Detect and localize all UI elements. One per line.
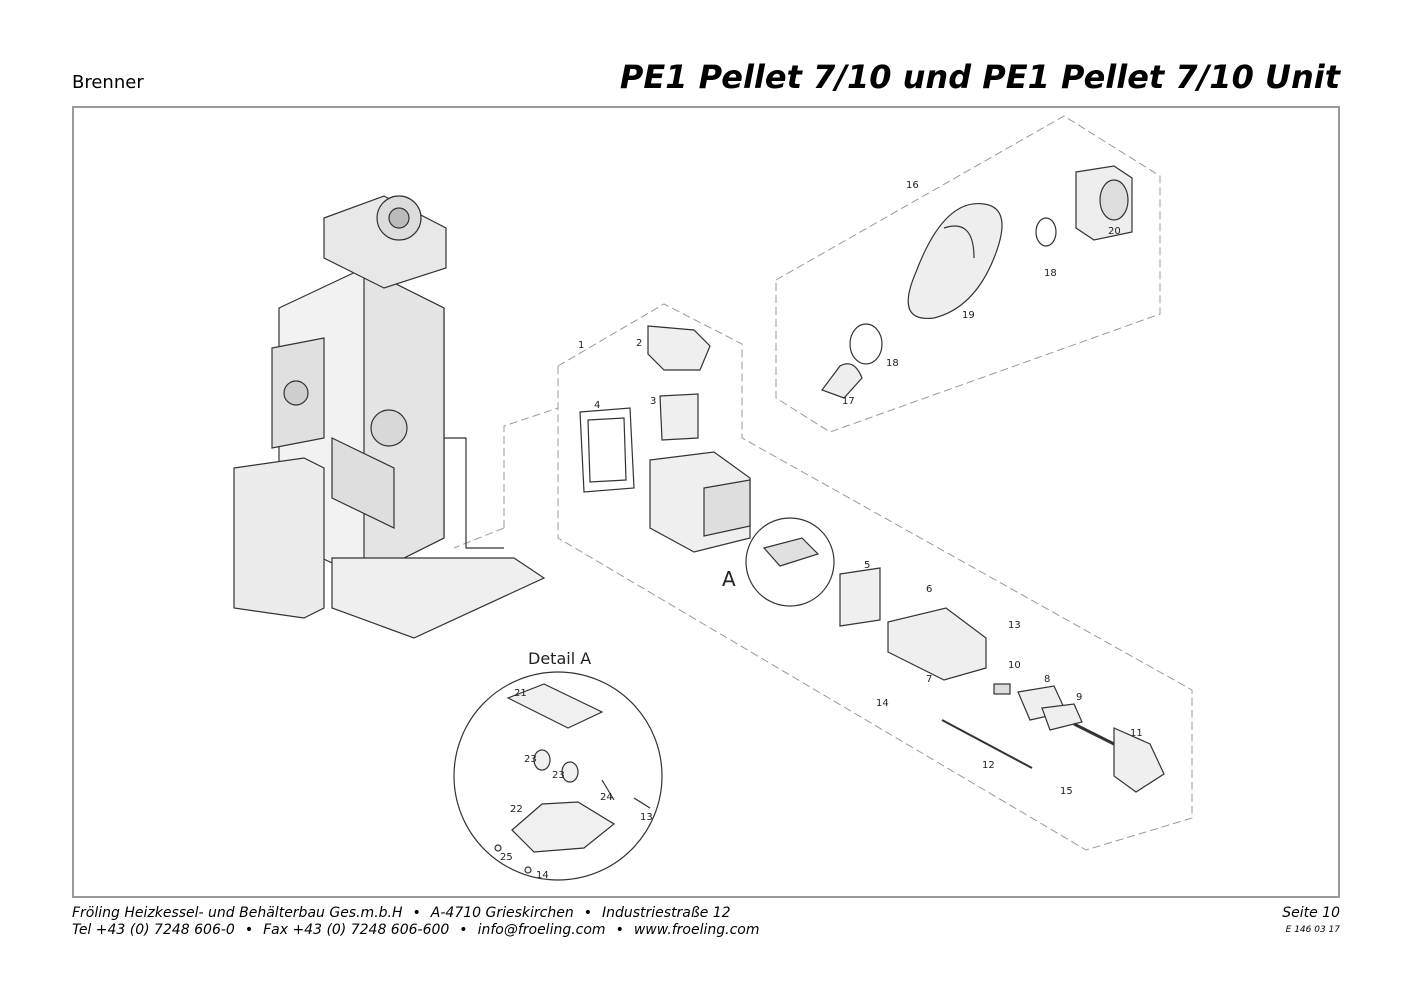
callout-15: 15 xyxy=(1060,786,1073,797)
callout-5: 5 xyxy=(864,560,870,571)
dashed-link-line xyxy=(503,407,559,528)
boiler-body xyxy=(233,195,546,639)
detail-callout-13: 13 xyxy=(640,812,653,823)
detail-callout-23a: 23 xyxy=(524,754,537,765)
callout-labels: 1 2 3 4 5 6 7 8 9 10 11 12 13 14 15 16 1… xyxy=(500,180,1143,881)
dashed-group-main xyxy=(557,303,1193,851)
cube-part xyxy=(659,393,699,441)
callout-10: 10 xyxy=(1008,660,1021,671)
page-number: Seite 10 xyxy=(1282,905,1340,921)
callout-16: 16 xyxy=(906,180,919,191)
detail-callout-24: 24 xyxy=(600,792,613,803)
footer-page-info: Seite 10 E 146 03 17 xyxy=(1282,905,1340,939)
callout-1: 1 xyxy=(578,340,584,351)
bracket-part xyxy=(887,607,987,681)
callout-7: 7 xyxy=(926,674,932,685)
plate-part xyxy=(839,567,881,627)
fax-number: Fax +43 (0) 7248 606-600 xyxy=(263,922,450,938)
page-title: PE1 Pellet 7/10 und PE1 Pellet 7/10 Unit xyxy=(619,58,1340,96)
detail-a-view xyxy=(453,671,663,881)
pellet-hopper-part xyxy=(647,325,711,371)
dashed-group-upper xyxy=(775,115,1161,433)
detail-title: Detail A xyxy=(528,649,591,668)
motor-part xyxy=(1113,727,1165,793)
gasket-part xyxy=(579,407,635,493)
callout-13: 13 xyxy=(1008,620,1021,631)
callout-11: 11 xyxy=(1130,728,1143,739)
detail-callout-22: 22 xyxy=(510,804,523,815)
callout-6: 6 xyxy=(926,584,932,595)
callout-20: 20 xyxy=(1108,226,1121,237)
detail-callout-21: 21 xyxy=(514,688,527,699)
callout-12: 12 xyxy=(982,760,995,771)
burner-parts xyxy=(579,325,1165,793)
detail-marker-label: A xyxy=(722,567,736,591)
exploded-view-drawing: 1 2 3 4 5 6 7 8 9 10 11 12 13 14 15 16 1… xyxy=(233,115,1193,881)
footer-line-1: Fröling Heizkessel- und Behälterbau Ges.… xyxy=(72,905,731,921)
callout-9: 9 xyxy=(1076,692,1082,703)
callout-2: 2 xyxy=(636,338,642,349)
flue-pipe-group xyxy=(821,165,1133,399)
callout-3: 3 xyxy=(650,396,656,407)
callout-14: 14 xyxy=(876,698,889,709)
detail-callout-23b: 23 xyxy=(552,770,565,781)
phone-number: Tel +43 (0) 7248 606-0 xyxy=(72,922,235,938)
email-address: info@froeling.com xyxy=(477,922,606,938)
footer-line-2: Tel +43 (0) 7248 606-0•Fax +43 (0) 7248 … xyxy=(72,922,760,938)
callout-18b: 18 xyxy=(886,358,899,369)
callout-19: 19 xyxy=(962,310,975,321)
callout-4: 4 xyxy=(594,400,600,411)
footer-contact: Fröling Heizkessel- und Behälterbau Ges.… xyxy=(72,905,760,939)
company-name: Fröling Heizkessel- und Behälterbau Ges.… xyxy=(72,905,403,921)
diagram-frame: 1 2 3 4 5 6 7 8 9 10 11 12 13 14 15 16 1… xyxy=(72,106,1340,898)
website: www.froeling.com xyxy=(633,922,760,938)
callout-17: 17 xyxy=(842,396,855,407)
detail-callout-14: 14 xyxy=(536,870,549,881)
callout-8: 8 xyxy=(1044,674,1050,685)
company-address: A-4710 Grieskirchen xyxy=(430,905,574,921)
detail-callout-25: 25 xyxy=(500,852,513,863)
callout-18a: 18 xyxy=(1044,268,1057,279)
section-label: Brenner xyxy=(72,72,144,93)
document-code: E 146 03 17 xyxy=(1285,925,1340,935)
company-street: Industriestraße 12 xyxy=(601,905,731,921)
